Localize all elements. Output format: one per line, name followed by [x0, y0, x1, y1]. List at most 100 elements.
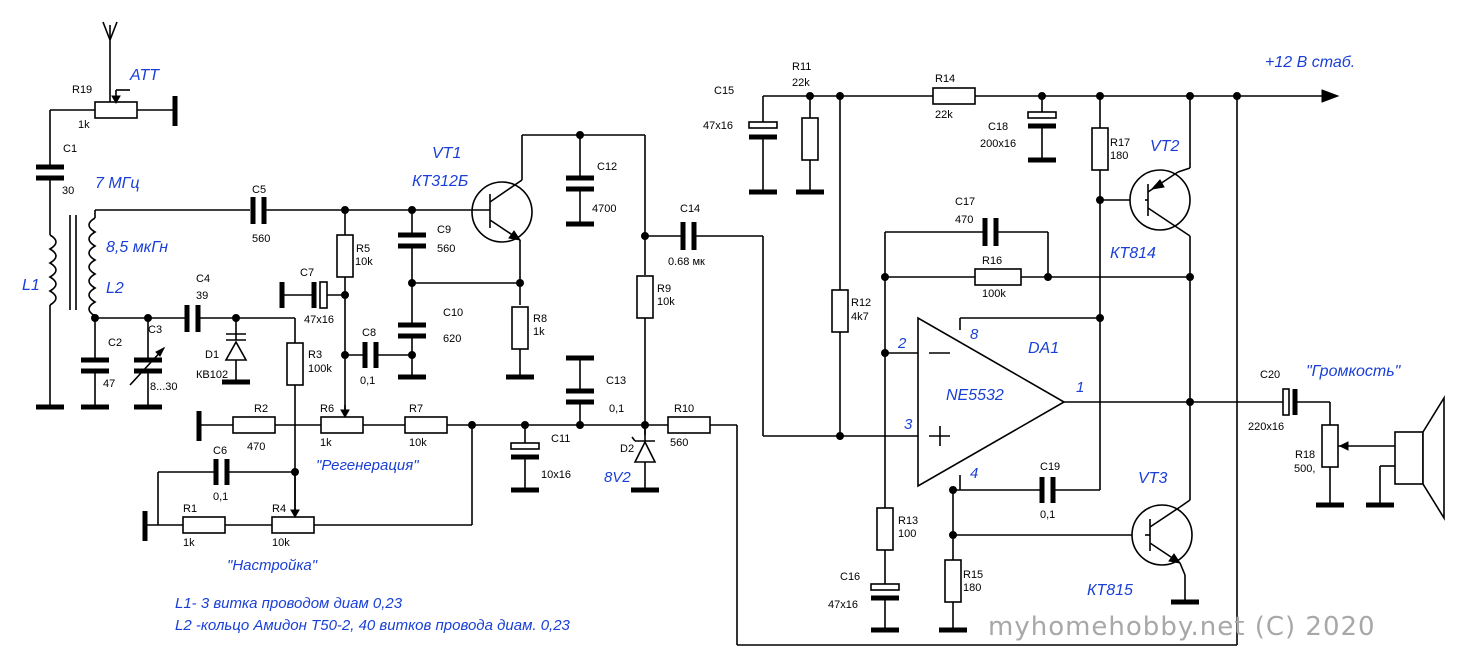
VT3-transistor: [1131, 499, 1199, 605]
pin2-label: 2: [897, 335, 907, 352]
DA1-opamp: [917, 316, 1283, 490]
R14-resistor: [932, 87, 976, 105]
C8-capacitor: [345, 342, 412, 368]
R11-resistor: [796, 96, 824, 195]
R7-name: R7: [409, 403, 423, 415]
D2-voltage: 8V2: [604, 469, 631, 486]
C3-value: 8...30: [150, 381, 178, 393]
VT1-type: КТ312Б: [412, 173, 468, 190]
C11-name: C11: [551, 433, 570, 445]
C13-value: 0,1: [609, 403, 624, 415]
R10-resistor: [667, 416, 1237, 646]
R9-value: 10k: [657, 296, 675, 308]
R19-value: 1k: [78, 119, 90, 131]
C9-name: C9: [437, 224, 451, 236]
C11-capacitor: [510, 425, 540, 493]
R1-value: 1k: [183, 537, 195, 549]
C1-name: C1: [63, 143, 77, 155]
R4-name: R4: [272, 503, 286, 515]
C2-name: C2: [108, 337, 122, 349]
C7-capacitor: [279, 281, 345, 309]
note-line-2: L2 -кольцо Амидон Т50-2, 40 витков прово…: [175, 617, 571, 634]
tune-label: "Настройка": [227, 557, 318, 574]
R2-value: 470: [247, 441, 265, 453]
C1-value: 30: [62, 185, 74, 197]
R18-value: 500,: [1294, 463, 1315, 475]
note-line-1: L1- 3 витка проводом диам 0,23: [175, 595, 403, 612]
DA1-type: NE5532: [946, 387, 1004, 404]
C4-value: 39: [196, 290, 208, 302]
supply-label: +12 В стаб.: [1265, 54, 1355, 71]
R11-value: 22k: [792, 77, 810, 89]
R16-value: 100k: [982, 288, 1006, 300]
VT2-type: КТ814: [1110, 245, 1156, 262]
R12-value: 4k7: [851, 311, 869, 323]
C9-C10-capacitors: [398, 206, 520, 380]
C12-capacitor: [566, 131, 646, 275]
C8-value: 0,1: [360, 375, 375, 387]
R5-name: R5: [356, 243, 370, 255]
R8-resistor: [506, 279, 534, 380]
R15-resistor: [939, 490, 1145, 633]
VT2-name: VT2: [1150, 138, 1179, 155]
tuning-network: [142, 425, 473, 541]
feedback-network: [881, 218, 1194, 515]
C11-value: 10x16: [541, 469, 571, 481]
VT3-type: КТ815: [1087, 582, 1133, 599]
C8-name: C8: [362, 327, 376, 339]
R15-name: R15: [963, 569, 983, 581]
R14-value: 22k: [935, 109, 953, 121]
C14-value: 0.68 мк: [668, 256, 705, 268]
C4-capacitor: [184, 305, 295, 332]
R15-value: 180: [963, 582, 981, 594]
R4-value: 10k: [272, 537, 290, 549]
VT3-name: VT3: [1138, 470, 1167, 487]
C5-value: 560: [252, 233, 270, 245]
C12-value: 4700: [592, 203, 616, 215]
regen-rail: [196, 405, 668, 441]
C17-name: C17: [955, 196, 975, 208]
C10-value: 620: [443, 333, 461, 345]
R12-name: R12: [851, 297, 871, 309]
D2-name: D2: [620, 443, 634, 455]
R5-resistor: [336, 206, 354, 415]
pin8-label: 8: [970, 326, 979, 343]
VT1-transistor: [470, 134, 645, 305]
C19-capacitor: [949, 477, 1100, 503]
R19-potentiometer: [49, 89, 178, 165]
C15-value: 47x16: [703, 120, 733, 132]
C9-value: 560: [437, 243, 455, 255]
R7-value: 10k: [409, 437, 427, 449]
C5-capacitor: [250, 197, 470, 224]
C20-value: 220x16: [1248, 421, 1284, 433]
R6-name: R6: [320, 403, 334, 415]
volume-label: "Громкость": [1306, 363, 1402, 380]
R9-name: R9: [657, 283, 671, 295]
C14-name: C14: [680, 203, 700, 215]
R16-name: R16: [982, 255, 1002, 267]
C6-value: 0,1: [213, 491, 228, 503]
D1-varicap: [222, 314, 250, 385]
C19-name: C19: [1040, 461, 1060, 473]
R17-name: R17: [1110, 137, 1130, 149]
C6-name: C6: [213, 445, 227, 457]
L1-L2-transformer: [36, 209, 250, 410]
R17-value: 180: [1110, 150, 1128, 162]
VT2-transistor: [1129, 96, 1191, 500]
R10-name: R10: [674, 403, 694, 415]
L2-label: L2: [106, 280, 124, 297]
C15-name: C15: [714, 85, 734, 97]
R13-name: R13: [898, 515, 918, 527]
inductance-label: 8,5 мкГн: [106, 239, 168, 256]
C13-capacitor: [566, 355, 594, 425]
R19-name: R19: [72, 84, 92, 96]
R5-value: 10k: [355, 256, 373, 268]
C18-name: C18: [988, 121, 1008, 133]
R11-name: R11: [792, 61, 811, 73]
R6-value: 1k: [320, 437, 332, 449]
C18-capacitor: [1027, 96, 1057, 163]
C16-value: 47x16: [828, 599, 858, 611]
supply-rail: [763, 89, 1340, 645]
C1-capacitor: [36, 164, 64, 235]
C5-name: C5: [252, 184, 266, 196]
